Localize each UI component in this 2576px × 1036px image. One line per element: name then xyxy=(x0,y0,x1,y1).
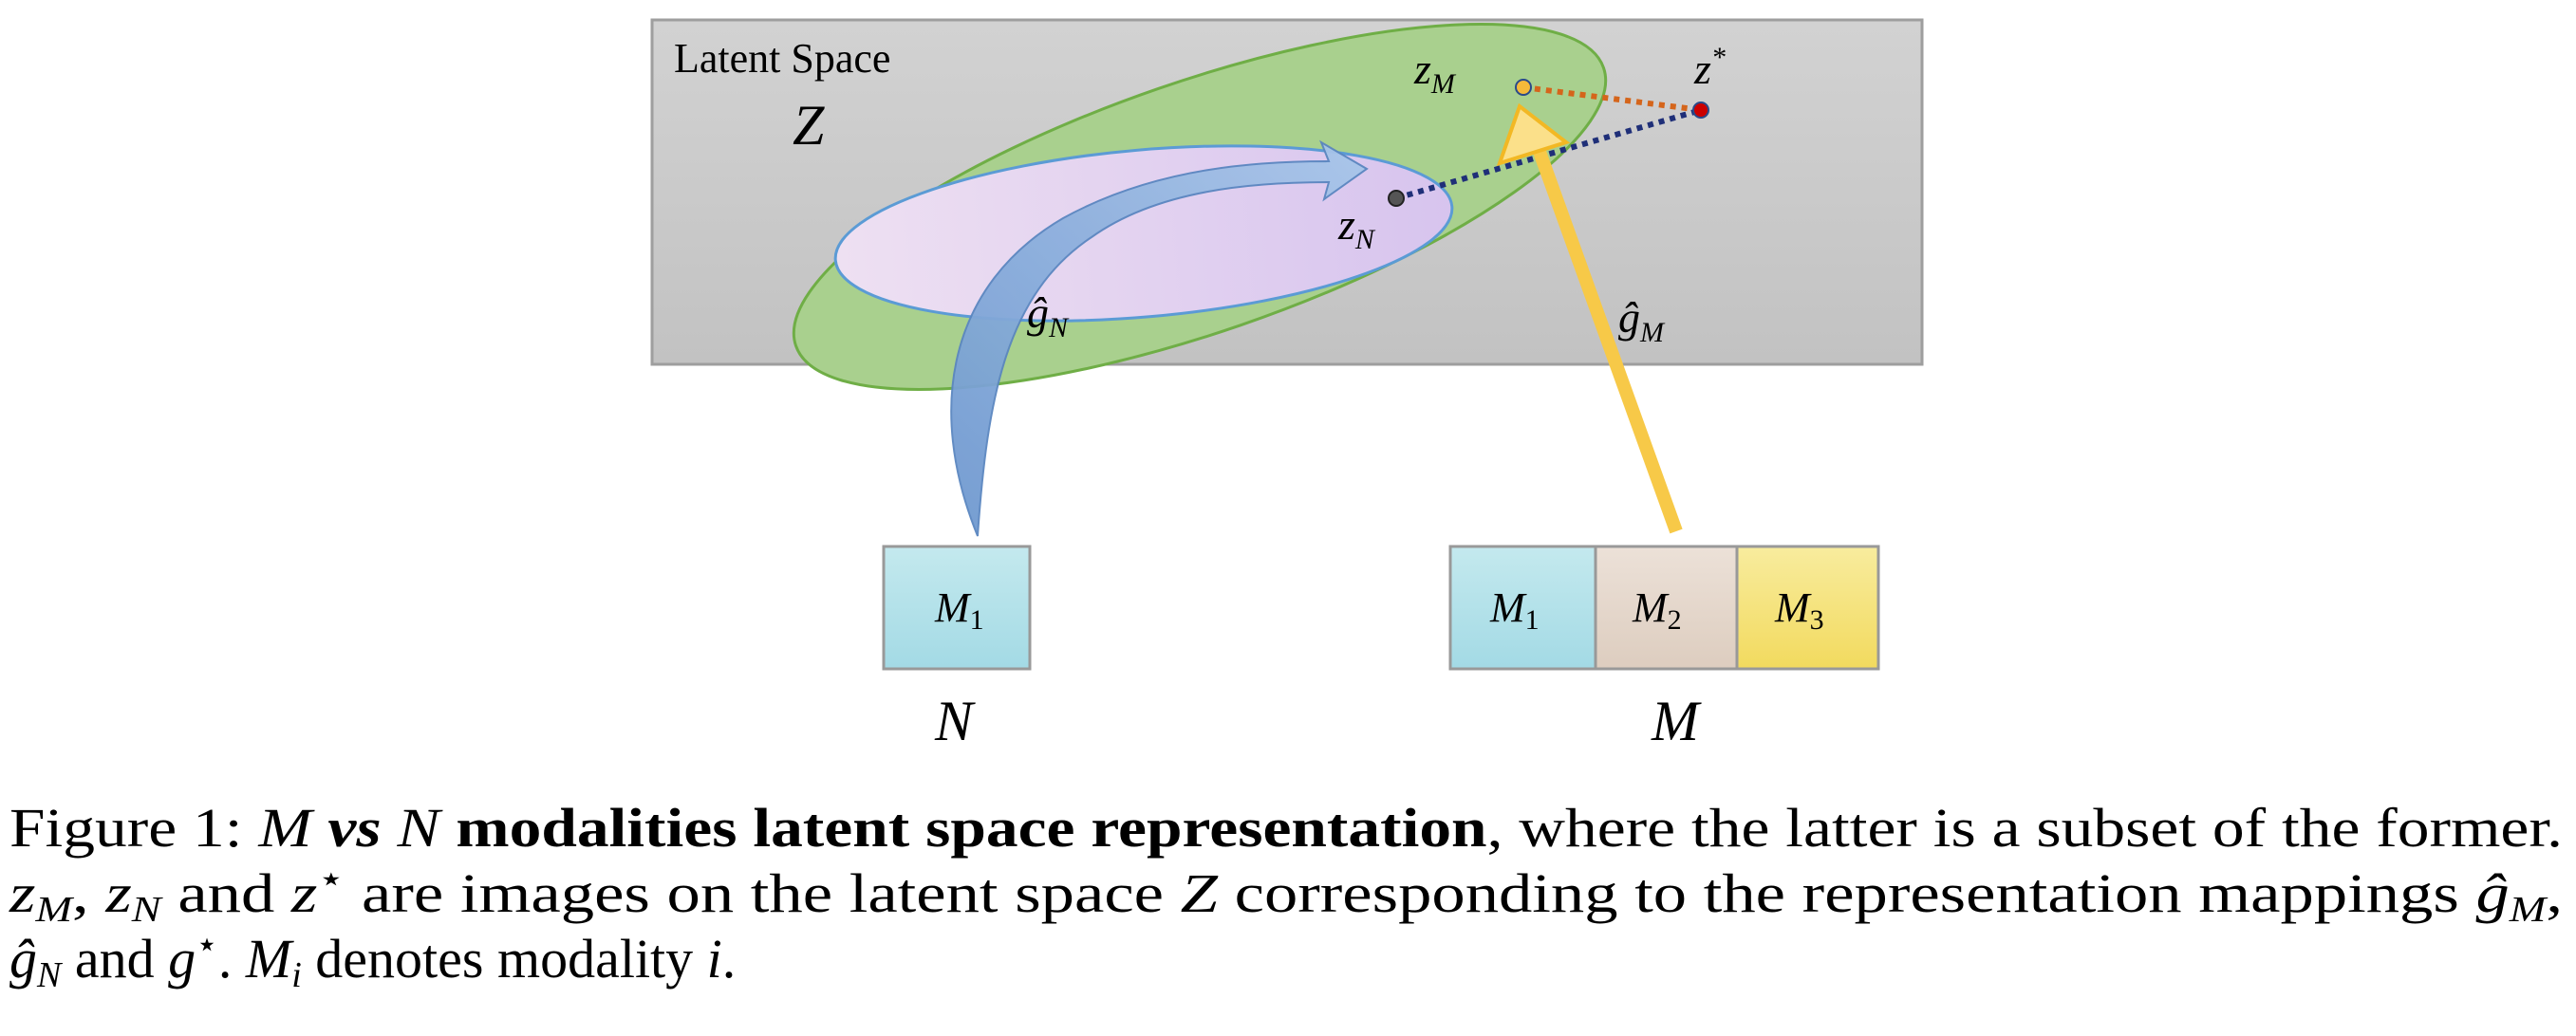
latent-space-symbol: Z xyxy=(793,94,825,157)
latent-space-title: Latent Space xyxy=(674,35,890,82)
m-m3-label: M3 xyxy=(1774,584,1824,636)
g-n-arrow xyxy=(950,139,1369,537)
z-n-label: zN xyxy=(1337,200,1376,255)
m-m2-label: M2 xyxy=(1632,584,1682,636)
z-star-label: z* xyxy=(1693,42,1726,93)
g-m-label: ĝM xyxy=(1618,293,1666,348)
m-modality-set: M1 M2 M3 M xyxy=(1448,545,1880,752)
z-m-point xyxy=(1515,79,1532,96)
n-set-label: N xyxy=(934,690,976,752)
caption-line-1: Figure 1: M vs N modalities latent space… xyxy=(9,797,2563,859)
z-star-point xyxy=(1692,102,1709,119)
zm-zstar-distance xyxy=(1522,84,1702,113)
m-m3-box xyxy=(1735,545,1880,671)
n-modality-set: M1 N xyxy=(882,545,1032,752)
g-m-arrow-head xyxy=(1496,102,1571,167)
caption-line-3: ĝN and g⋆. Mi denotes modality i. xyxy=(9,925,736,995)
g-n-label: ĝN xyxy=(1027,288,1070,343)
m-m1-label: M1 xyxy=(1489,584,1540,636)
g-m-arrow-shaft xyxy=(1533,149,1683,534)
n-region xyxy=(833,144,1454,323)
n-m1-label: M1 xyxy=(934,584,984,636)
m-set-label: M xyxy=(1651,690,1702,752)
z-m-label: zM xyxy=(1413,45,1457,100)
figure-caption: Figure 1: M vs N modalities latent space… xyxy=(9,797,2563,995)
m-m2-box xyxy=(1594,545,1739,671)
z-n-point xyxy=(1388,190,1405,207)
n-m1-box xyxy=(882,545,1032,671)
m-m1-box xyxy=(1448,545,1597,671)
zn-zstar-distance xyxy=(1395,107,1702,201)
